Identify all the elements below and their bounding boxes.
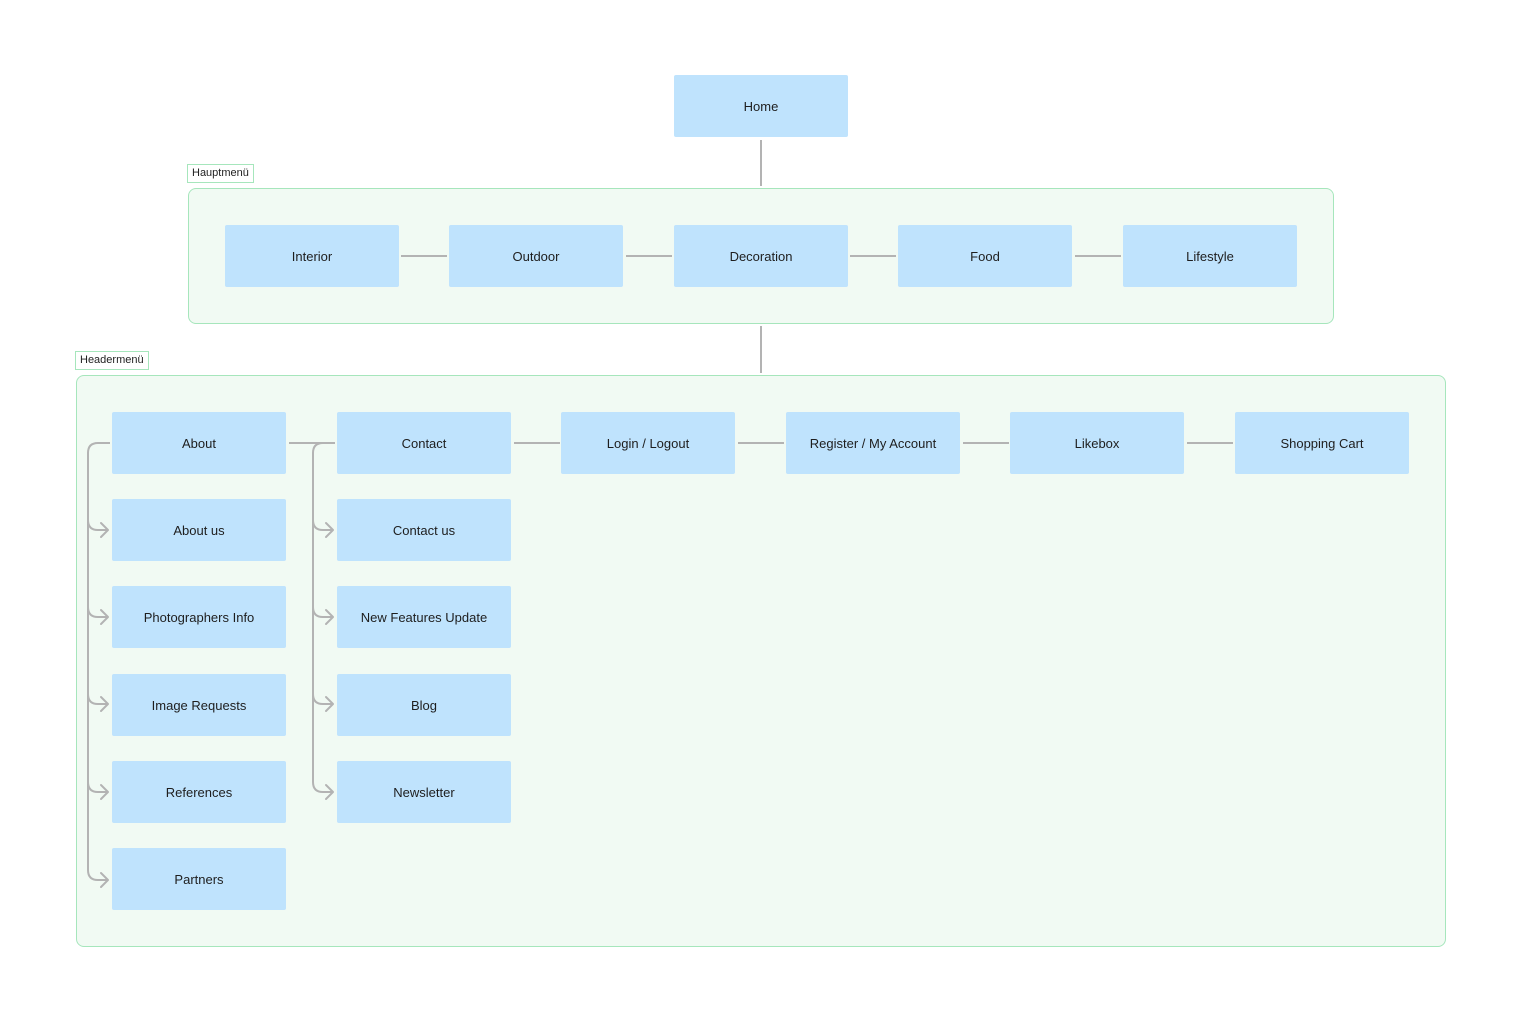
node-about-us[interactable]: About us [112,499,286,561]
node-new-features-update[interactable]: New Features Update [337,586,511,648]
node-image-requests[interactable]: Image Requests [112,674,286,736]
node-newsletter[interactable]: Newsletter [337,761,511,823]
node-interior[interactable]: Interior [225,225,399,287]
node-decoration[interactable]: Decoration [674,225,848,287]
node-contact-us[interactable]: Contact us [337,499,511,561]
node-login-logout[interactable]: Login / Logout [561,412,735,474]
node-outdoor[interactable]: Outdoor [449,225,623,287]
header-menu-label: Headermenü [75,351,149,370]
main-menu-label: Hauptmenü [187,164,254,183]
node-register-my-account[interactable]: Register / My Account [786,412,960,474]
node-lifestyle[interactable]: Lifestyle [1123,225,1297,287]
node-about[interactable]: About [112,412,286,474]
node-blog[interactable]: Blog [337,674,511,736]
node-photographers-info[interactable]: Photographers Info [112,586,286,648]
node-references[interactable]: References [112,761,286,823]
node-shopping-cart[interactable]: Shopping Cart [1235,412,1409,474]
node-contact[interactable]: Contact [337,412,511,474]
node-partners[interactable]: Partners [112,848,286,910]
node-likebox[interactable]: Likebox [1010,412,1184,474]
node-food[interactable]: Food [898,225,1072,287]
header-menu-section [76,375,1446,947]
node-home[interactable]: Home [674,75,848,137]
